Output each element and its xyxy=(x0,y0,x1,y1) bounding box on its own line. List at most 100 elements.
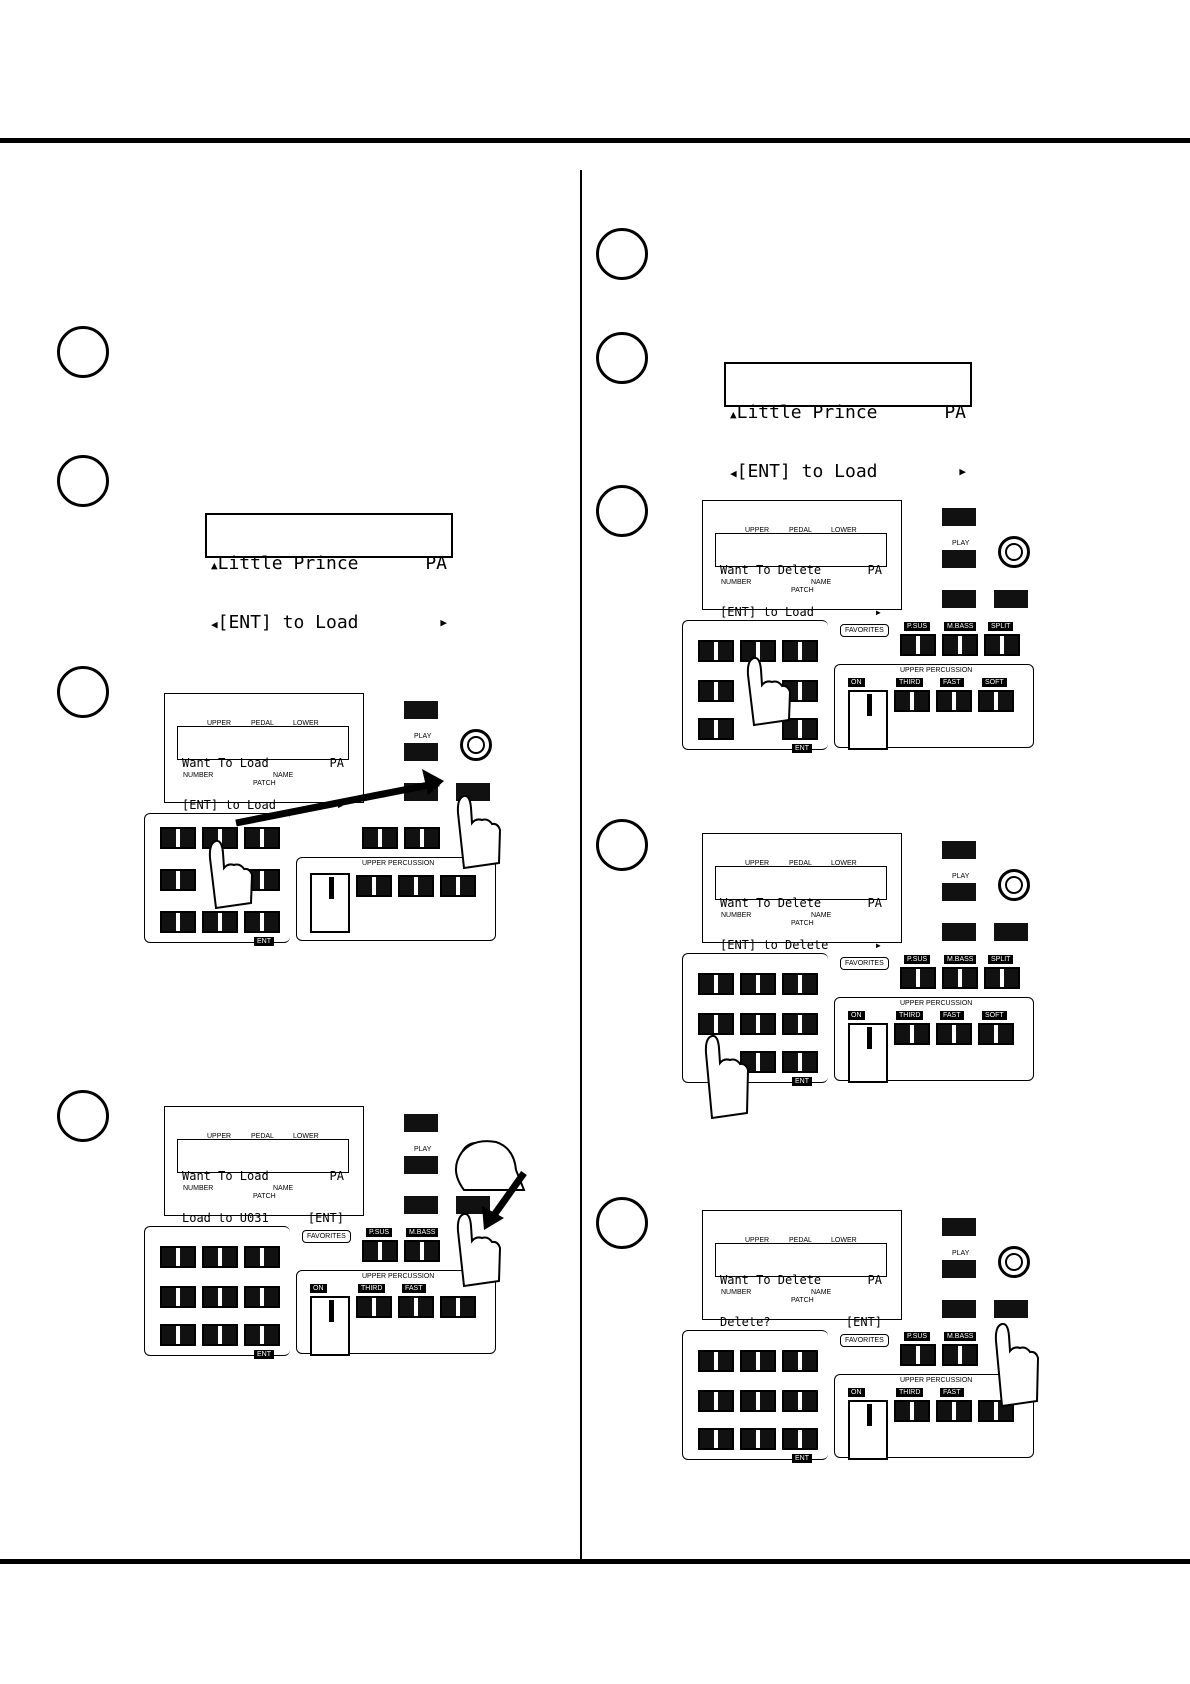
left-button[interactable] xyxy=(698,680,734,702)
percussion-on-button[interactable] xyxy=(848,1023,888,1083)
mbass-button[interactable] xyxy=(404,827,440,849)
percussion-on-button[interactable] xyxy=(310,1296,350,1356)
value-knob[interactable] xyxy=(998,536,1030,568)
third-button[interactable] xyxy=(356,875,392,897)
plus-button[interactable] xyxy=(782,973,818,995)
psus-button[interactable] xyxy=(900,1344,936,1366)
ent-button[interactable] xyxy=(782,1051,818,1073)
upper-percussion-label: UPPER PERCUSSION xyxy=(900,1377,973,1384)
ent-label: ENT xyxy=(792,744,812,753)
down-button[interactable] xyxy=(202,1324,238,1346)
psus-button[interactable] xyxy=(900,634,936,656)
upper-button[interactable] xyxy=(942,1218,976,1236)
cursor-group xyxy=(682,620,828,750)
soft-button[interactable] xyxy=(978,690,1014,712)
play-button[interactable] xyxy=(942,883,976,901)
upper-button[interactable] xyxy=(942,841,976,859)
panel-lcd-line2-right: [ENT] xyxy=(845,1315,882,1329)
fast-button[interactable] xyxy=(936,690,972,712)
play-button[interactable] xyxy=(942,1260,976,1278)
exit-button[interactable] xyxy=(160,911,196,933)
upper-button[interactable] xyxy=(404,701,438,719)
upper-percussion-label: UPPER PERCUSSION xyxy=(900,1000,973,1007)
patch-button[interactable] xyxy=(404,1196,438,1214)
plus-button[interactable] xyxy=(244,827,280,849)
third-button[interactable] xyxy=(894,1023,930,1045)
favorites-button[interactable] xyxy=(994,923,1028,941)
right-button[interactable] xyxy=(782,1013,818,1035)
center-button[interactable] xyxy=(202,1286,238,1308)
minus-button[interactable] xyxy=(698,1350,734,1372)
fast-button[interactable] xyxy=(936,1400,972,1422)
third-button[interactable] xyxy=(894,690,930,712)
up-button[interactable] xyxy=(202,1246,238,1268)
fast-label: FAST xyxy=(940,1011,964,1020)
on-label: ON xyxy=(310,1284,327,1293)
ent-button[interactable] xyxy=(782,718,818,740)
down-button[interactable] xyxy=(740,1051,776,1073)
split-button[interactable] xyxy=(984,634,1020,656)
percussion-on-button[interactable] xyxy=(310,873,350,933)
third-button[interactable] xyxy=(894,1400,930,1422)
exit-button[interactable] xyxy=(160,1324,196,1346)
minus-button[interactable] xyxy=(698,973,734,995)
soft-button[interactable] xyxy=(978,1023,1014,1045)
exit-button[interactable] xyxy=(698,1428,734,1450)
psus-button[interactable] xyxy=(362,827,398,849)
soft-button[interactable] xyxy=(440,875,476,897)
patch-button[interactable] xyxy=(942,590,976,608)
third-button[interactable] xyxy=(356,1296,392,1318)
minus-button[interactable] xyxy=(160,827,196,849)
play-button[interactable] xyxy=(404,743,438,761)
plus-button[interactable] xyxy=(782,640,818,662)
left-button[interactable] xyxy=(160,869,196,891)
mbass-button[interactable] xyxy=(942,634,978,656)
value-knob[interactable] xyxy=(460,729,492,761)
psus-button[interactable] xyxy=(900,967,936,989)
upper-button[interactable] xyxy=(404,1114,438,1132)
play-button[interactable] xyxy=(942,550,976,568)
ent-button[interactable] xyxy=(244,911,280,933)
fast-button[interactable] xyxy=(398,875,434,897)
minus-button[interactable] xyxy=(698,640,734,662)
patch-button[interactable] xyxy=(942,1300,976,1318)
label-pedal: PEDAL xyxy=(789,527,812,534)
fast-button[interactable] xyxy=(936,1023,972,1045)
mbass-button[interactable] xyxy=(942,967,978,989)
patch-button[interactable] xyxy=(942,923,976,941)
upper-button[interactable] xyxy=(942,508,976,526)
right-button[interactable] xyxy=(244,1286,280,1308)
percussion-on-button[interactable] xyxy=(848,690,888,750)
percussion-on-button[interactable] xyxy=(848,1400,888,1460)
psus-button[interactable] xyxy=(362,1240,398,1262)
favorites-button[interactable] xyxy=(994,590,1028,608)
left-button[interactable] xyxy=(160,1286,196,1308)
left-button[interactable] xyxy=(698,1390,734,1412)
minus-button[interactable] xyxy=(160,1246,196,1268)
label-number: NUMBER xyxy=(183,772,214,779)
center-button[interactable] xyxy=(740,1390,776,1412)
value-knob[interactable] xyxy=(998,869,1030,901)
favorites-button[interactable] xyxy=(994,1300,1028,1318)
value-knob[interactable] xyxy=(998,1246,1030,1278)
split-button[interactable] xyxy=(984,967,1020,989)
mbass-button[interactable] xyxy=(942,1344,978,1366)
ent-button[interactable] xyxy=(782,1428,818,1450)
favorites-button[interactable] xyxy=(456,1196,490,1214)
down-button[interactable] xyxy=(740,1428,776,1450)
soft-button[interactable] xyxy=(440,1296,476,1318)
center-button[interactable] xyxy=(740,1013,776,1035)
left-button[interactable] xyxy=(698,1013,734,1035)
up-button[interactable] xyxy=(740,973,776,995)
down-button[interactable] xyxy=(202,911,238,933)
ent-button[interactable] xyxy=(244,1324,280,1346)
fast-button[interactable] xyxy=(398,1296,434,1318)
right-button[interactable] xyxy=(782,1390,818,1412)
mbass-button[interactable] xyxy=(404,1240,440,1262)
plus-button[interactable] xyxy=(782,1350,818,1372)
plus-button[interactable] xyxy=(244,1246,280,1268)
play-button[interactable] xyxy=(404,1156,438,1174)
exit-button[interactable] xyxy=(698,718,734,740)
up-button[interactable] xyxy=(740,1350,776,1372)
